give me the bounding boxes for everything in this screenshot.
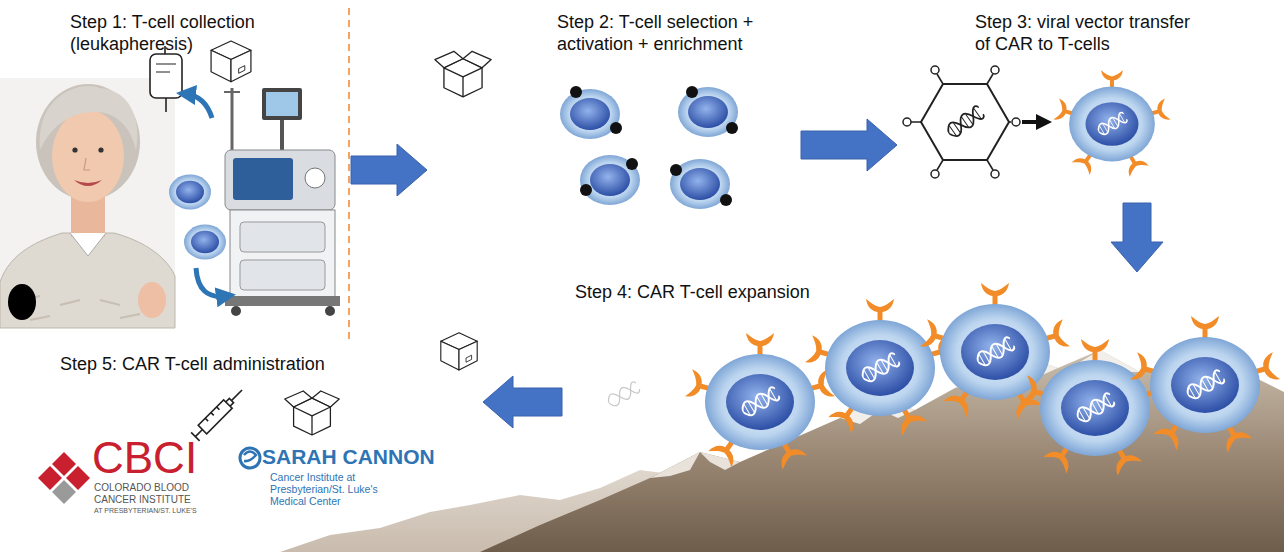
selected-t-cells bbox=[560, 86, 738, 209]
dna-watermark bbox=[605, 380, 641, 408]
transfer-arrow bbox=[1022, 120, 1044, 124]
blood-bag-icon bbox=[150, 46, 182, 112]
car-t-cell bbox=[1053, 70, 1170, 177]
flow-arrow bbox=[186, 94, 212, 118]
block-arrow bbox=[351, 144, 427, 196]
block-arrow bbox=[1111, 203, 1163, 272]
sarah-cannon-logo-mark bbox=[240, 448, 260, 468]
step-label: Step 1: T-cell collection (leukapheresis… bbox=[70, 11, 302, 55]
block-arrow bbox=[483, 376, 562, 428]
process-step: Step 3: viral vector transfer of CAR to … bbox=[900, 5, 1280, 200]
syringe-icon bbox=[191, 386, 246, 441]
step-label: Step 2: T-cell selection + activation + … bbox=[557, 11, 792, 55]
viral-vector bbox=[903, 66, 1020, 178]
step-label: Step 3: viral vector transfer of CAR to … bbox=[975, 11, 1203, 55]
flow-arrow bbox=[196, 268, 226, 296]
shipping-box-open bbox=[435, 51, 491, 97]
process-step: Step 5: CAR T-cell administration bbox=[10, 345, 480, 440]
logo-subtitle: Cancer Institute at Presbyterian/St. Luk… bbox=[270, 471, 405, 507]
patient-photo bbox=[0, 78, 175, 328]
t-cell bbox=[184, 225, 226, 260]
process-step: Step 4: CAR T-cell expansion bbox=[565, 275, 1280, 545]
shipping-box bbox=[441, 333, 477, 370]
logo-subtitle: AT PRESBYTERIAN/ST. LUKE'S bbox=[94, 507, 234, 515]
apheresis-machine bbox=[224, 88, 340, 316]
expanded-car-t-cells bbox=[685, 283, 1280, 476]
process-step: Step 1: T-cell collection (leukapheresis… bbox=[10, 5, 348, 340]
shipping-box-open bbox=[285, 391, 339, 435]
logo-wordmark: CBCI bbox=[92, 436, 252, 480]
logo-subtitle: COLORADO BLOOD CANCER INSTITUTE bbox=[94, 482, 206, 505]
logo-wordmark: SARAH CANNON bbox=[262, 446, 462, 467]
block-arrow bbox=[801, 119, 897, 171]
step-label: Step 5: CAR T-cell administration bbox=[60, 353, 460, 375]
shipping-box bbox=[211, 41, 251, 82]
process-step: Step 2: T-cell selection + activation + … bbox=[430, 5, 798, 220]
cbci-logo-mark bbox=[38, 452, 90, 504]
divider-line bbox=[348, 8, 350, 340]
t-cell bbox=[169, 175, 211, 210]
step-label: Step 4: CAR T-cell expansion bbox=[575, 281, 975, 303]
